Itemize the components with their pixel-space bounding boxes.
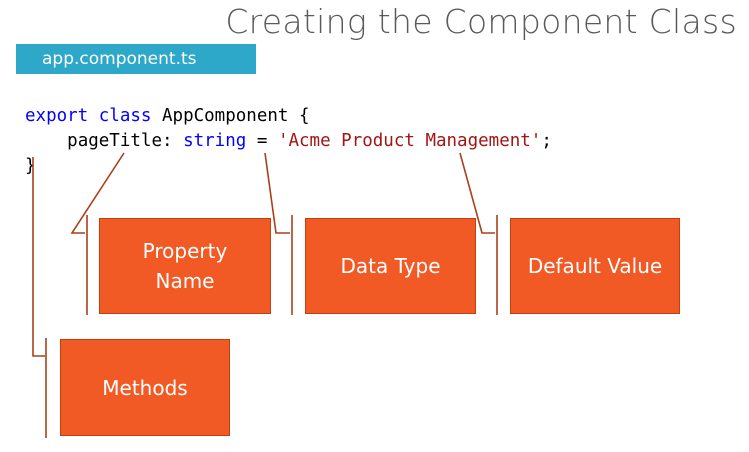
callout-property-name: Property Name	[99, 218, 271, 314]
callout-data-type: Data Type	[305, 218, 476, 314]
callout-property-name-label: Property Name	[142, 239, 228, 293]
callout-default-value-label: Default Value	[527, 254, 663, 278]
connector-default-value	[459, 152, 495, 234]
class-name: AppComponent	[162, 106, 289, 126]
callout-methods-label: Methods	[102, 375, 188, 400]
file-name-tab: app.component.ts	[16, 44, 256, 74]
slide-title: Creating the Component Class	[225, 2, 737, 41]
connector-data-type	[264, 152, 290, 234]
connector-property-name	[70, 152, 125, 234]
callout-data-type-label: Data Type	[340, 254, 441, 278]
property-identifier: pageTitle	[67, 131, 162, 151]
semicolon: ;	[541, 131, 552, 151]
code-block: export class AppComponent { pageTitle: s…	[25, 104, 552, 179]
code-line-1: export class AppComponent {	[25, 106, 310, 126]
connector-methods	[32, 157, 45, 357]
keyword-class: class	[98, 106, 152, 126]
default-value-string: 'Acme Product Management'	[277, 131, 542, 151]
code-line-2: pageTitle: string = 'Acme Product Manage…	[25, 131, 552, 151]
code-line-3: }	[25, 156, 36, 176]
close-brace: }	[25, 156, 36, 176]
type-annotation: string	[183, 131, 247, 151]
keyword-export: export	[25, 106, 89, 126]
equals-sign: =	[256, 131, 268, 151]
callout-default-value: Default Value	[510, 218, 680, 314]
colon: :	[161, 131, 173, 151]
callout-methods: Methods	[60, 339, 230, 436]
open-brace: {	[298, 106, 310, 126]
